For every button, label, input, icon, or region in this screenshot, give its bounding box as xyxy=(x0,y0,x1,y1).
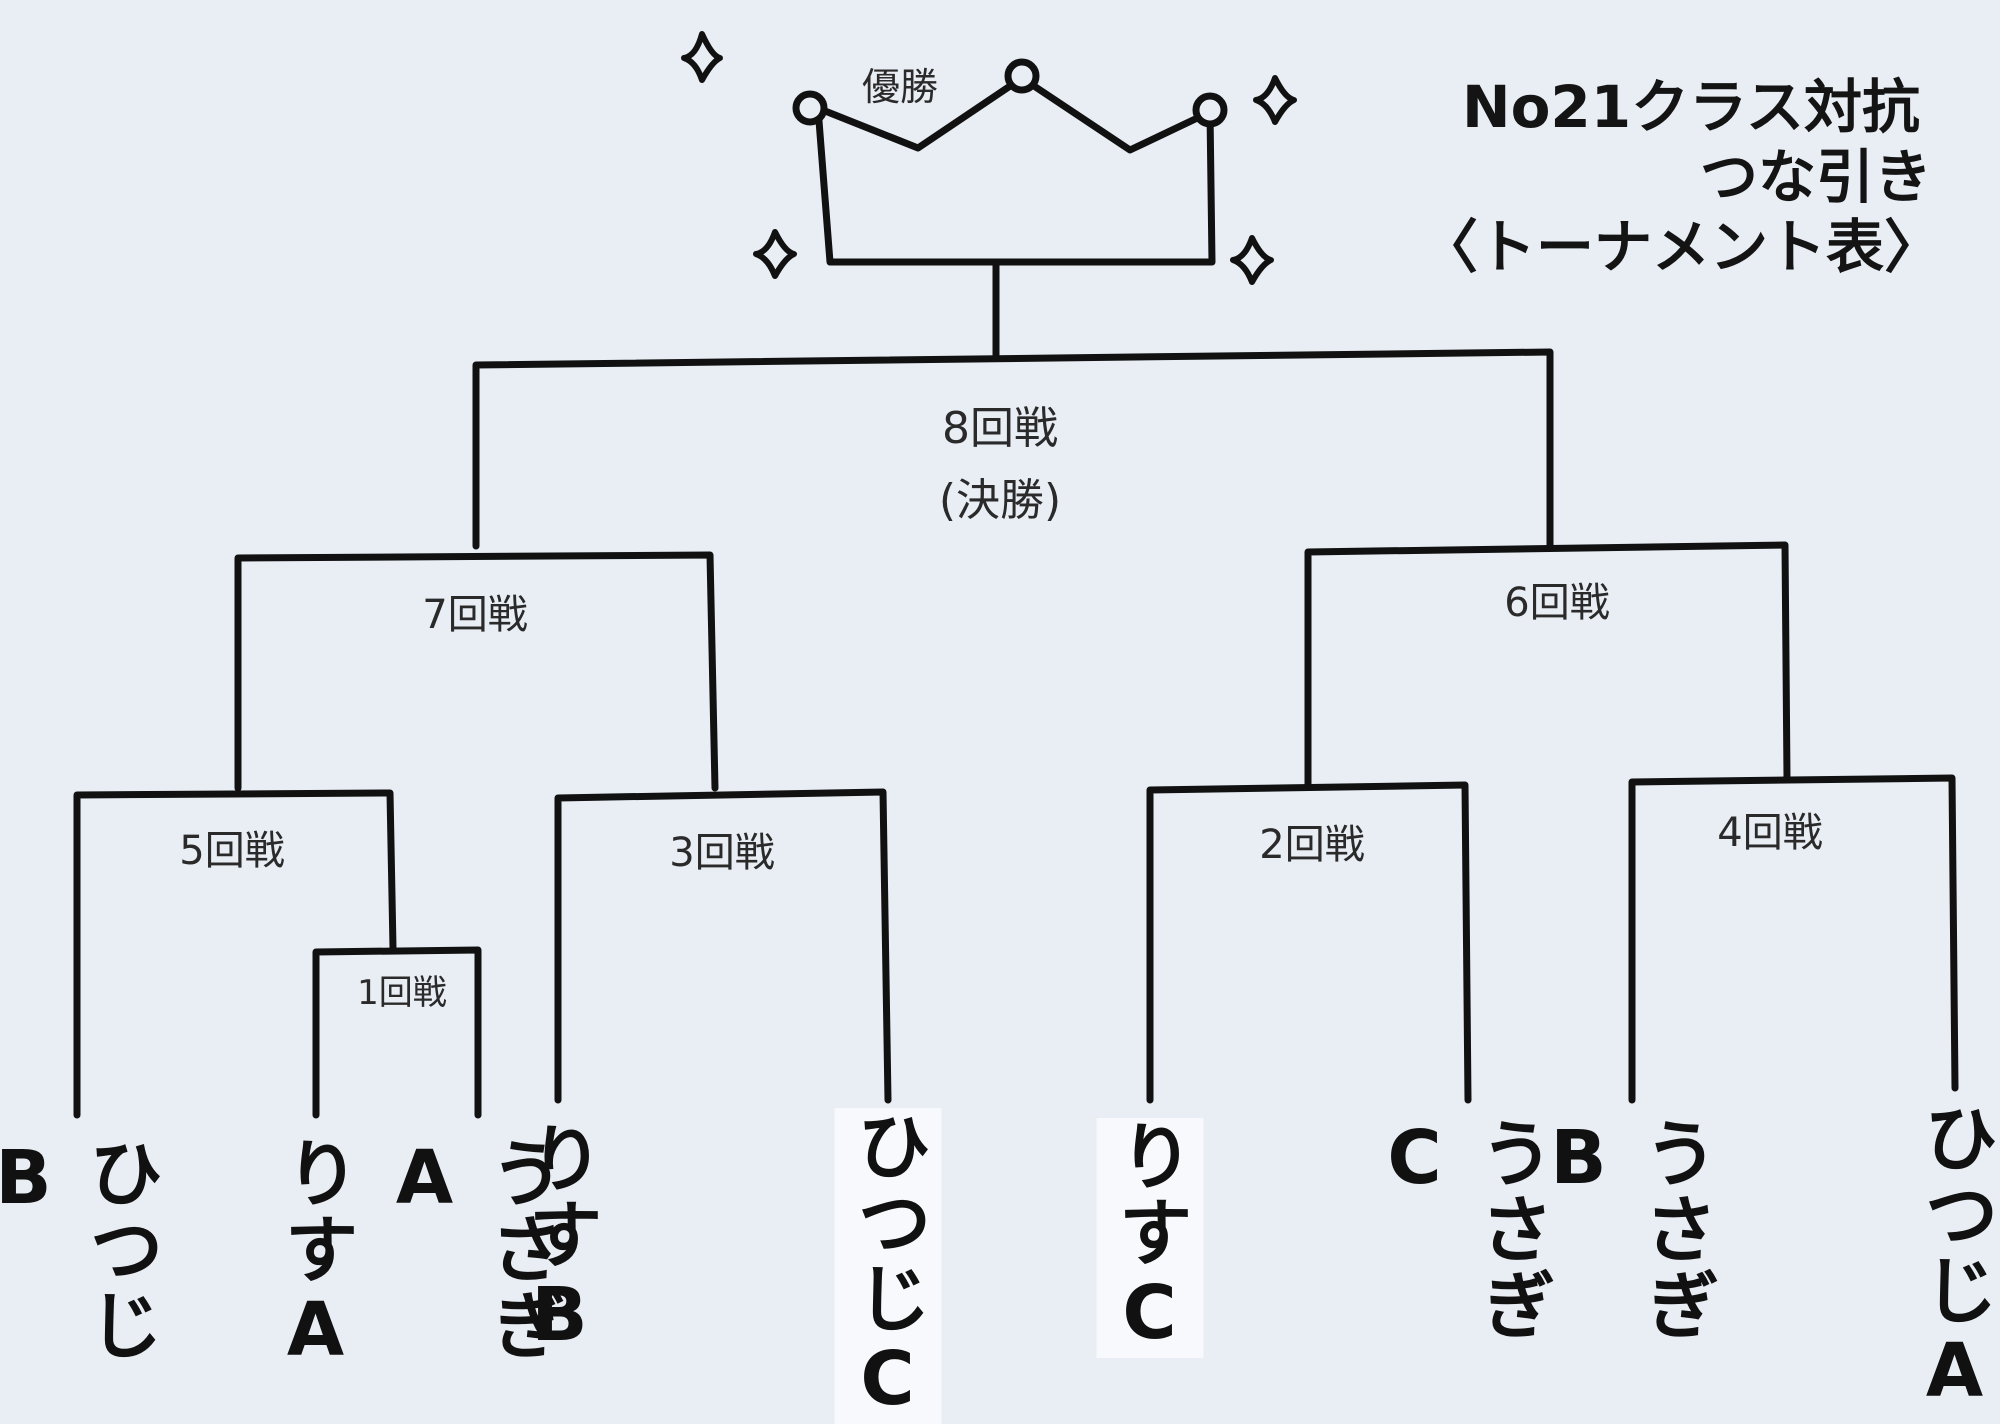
sparkle-icon xyxy=(753,229,797,279)
team-risu-a: りすA xyxy=(272,1135,359,1375)
crown-icon xyxy=(792,58,1228,359)
round-1-label: 1回戦 xyxy=(357,973,447,1013)
sparkle-icon xyxy=(1230,235,1274,285)
team-usagi-b: うさぎB xyxy=(1535,1115,1718,1343)
round-8-label: 8回戦 xyxy=(942,403,1058,454)
team-hitsuji-a: ひつじA xyxy=(1911,1100,1998,1416)
round-5-label: 5回戦 xyxy=(179,828,285,874)
round-7-label: 7回戦 xyxy=(422,592,528,638)
round-6-label: 6回戦 xyxy=(1504,580,1610,626)
title-line-2: つな引き xyxy=(1699,143,1932,211)
round-4-label: 4回戦 xyxy=(1717,810,1823,856)
team-usagi-a: うさぎA xyxy=(381,1135,564,1363)
title-line-3: 〈トーナメント表〉 xyxy=(1419,213,1942,281)
team-risu-b: りすB xyxy=(516,1120,603,1360)
round-2-label: 2回戦 xyxy=(1259,822,1365,868)
sparkle-icon xyxy=(1253,75,1297,125)
round-3-label: 3回戦 xyxy=(669,830,775,876)
team-hitsuji-b: ひつじB xyxy=(0,1135,163,1363)
champion-label: 優勝 xyxy=(861,65,939,109)
team-hitsuji-c: ひつじC xyxy=(834,1108,942,1424)
sparkle-icon xyxy=(681,31,723,83)
title-line-1: No21クラス対抗 xyxy=(1462,73,1920,141)
team-risu-c: りすC xyxy=(1096,1118,1204,1358)
team-usagi-c: うさぎC xyxy=(1371,1115,1554,1343)
final-label: (決勝) xyxy=(938,475,1062,526)
